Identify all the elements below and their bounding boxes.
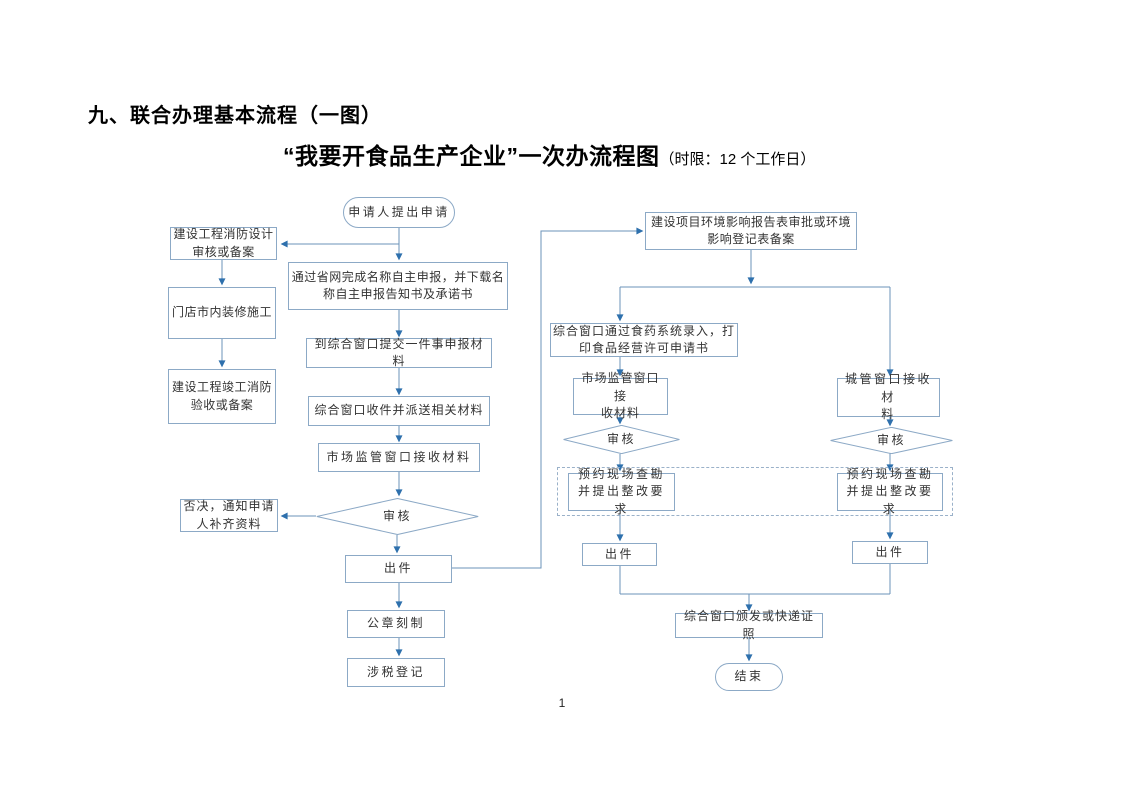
node-food-system-entry: 综合窗口通过食药系统录入，打 印食品经营许可申请书: [550, 323, 738, 357]
node-issue-right: 出件: [852, 541, 928, 564]
node-fire-design-review: 建设工程消防设计 审核或备案: [170, 227, 277, 260]
node-issue-mid: 出件: [582, 543, 657, 566]
node-submit-materials: 到综合窗口提交一件事申报材料: [306, 337, 492, 368]
chart-title-main: “我要开食品生产企业”一次办流程图: [283, 143, 660, 169]
diamond-shape: [563, 425, 680, 454]
node-name-self-declare: 通过省网完成名称自主申报，并下载名 称自主申报告知书及承诺书: [288, 262, 508, 310]
diamond-label: 审核: [876, 432, 906, 447]
node-site-survey-right: 预约现场查勘 并提出整改要求: [837, 467, 943, 516]
node-tax-registration: 涉税登记: [347, 658, 445, 687]
node-end: 结束: [715, 663, 783, 691]
node-fire-acceptance: 建设工程竣工消防 验收或备案: [168, 369, 276, 424]
node-seal-engraving: 公章刻制: [347, 610, 445, 638]
node-reject-notify: 否决，通知申请 人补齐资料: [180, 499, 278, 532]
node-start: 申请人提出申请: [343, 197, 455, 228]
node-review-decision-left: 审核: [316, 498, 479, 535]
node-issue-left: 出件: [345, 555, 452, 583]
diamond-shape: [830, 427, 953, 454]
node-shop-decoration: 门店市内装修施工: [168, 287, 276, 339]
node-citymgmt-receive: 城管窗口接收材 料: [837, 372, 940, 421]
node-review-decision-mid: 审核: [563, 425, 680, 454]
node-review-decision-right: 审核: [830, 427, 953, 454]
node-market-receive-mid: 市场监管窗口接 收材料: [573, 371, 668, 420]
node-env-impact-approval: 建设项目环境影响报告表审批或环境 影响登记表备案: [645, 212, 857, 250]
page-number: 1: [558, 696, 566, 710]
node-license-delivery: 综合窗口颁发或快递证照: [675, 609, 823, 641]
node-site-survey-mid: 预约现场查勘 并提出整改要求: [568, 467, 675, 516]
chart-title-note: （时限：12 个工作日）: [659, 151, 816, 168]
node-window-dispatch: 综合窗口收件并派送相关材料: [308, 396, 490, 426]
chart-title: “我要开食品生产企业”一次办流程图（时限：12 个工作日）: [283, 137, 815, 171]
diamond-shape: [316, 498, 479, 535]
diamond-label: 审核: [382, 508, 412, 523]
section-heading: 九、联合办理基本流程（一图）: [88, 105, 382, 127]
diamond-label: 审核: [606, 431, 636, 446]
site-survey-dashed-group: [557, 467, 953, 516]
node-market-receive: 市场监管窗口接收材料: [318, 443, 480, 472]
